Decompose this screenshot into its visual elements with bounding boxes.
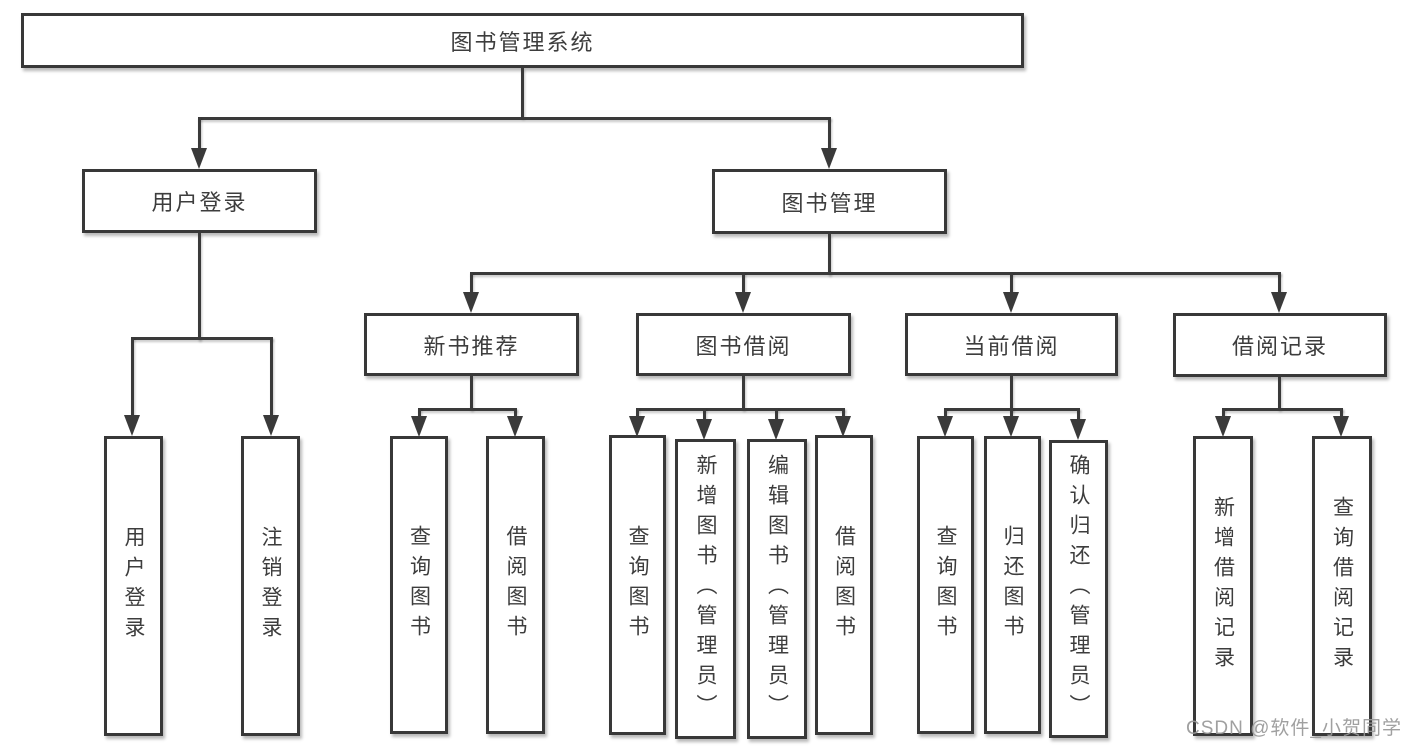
arrow-down-icon bbox=[507, 416, 523, 437]
connector-line bbox=[828, 234, 831, 275]
leaf-return-books-label: 归还图书 bbox=[1001, 525, 1024, 645]
arrow-down-icon bbox=[1271, 292, 1287, 313]
arrow-down-icon bbox=[1003, 292, 1019, 313]
leaf-borrow-books-1: 借阅图书 bbox=[486, 436, 545, 734]
leaf-user-login-label: 用户登录 bbox=[122, 526, 145, 646]
node-user-login-label: 用户登录 bbox=[151, 190, 248, 215]
connector-line bbox=[742, 272, 745, 296]
leaf-borrow-books-2: 借阅图书 bbox=[815, 435, 873, 735]
leaf-confirm-return-admin: 确认归还（管理员） bbox=[1049, 440, 1108, 738]
leaf-edit-book-admin: 编辑图书（管理员） bbox=[747, 439, 807, 739]
leaf-confirm-return-admin-label: 确认归还（管理员） bbox=[1067, 454, 1090, 724]
connector-line bbox=[1010, 272, 1013, 296]
leaf-logout-label: 注销登录 bbox=[259, 526, 282, 646]
arrow-down-icon bbox=[1215, 416, 1231, 437]
arrow-down-icon bbox=[1333, 416, 1349, 437]
connector-line bbox=[828, 117, 831, 151]
connector-line bbox=[132, 337, 273, 340]
connector-line bbox=[636, 408, 639, 420]
node-book-management-label: 图书管理 bbox=[781, 190, 878, 216]
node-root: 图书管理系统 bbox=[21, 13, 1024, 68]
connector-line bbox=[1010, 376, 1013, 410]
connector-line bbox=[842, 408, 845, 420]
node-book-borrow-label: 图书借阅 bbox=[695, 333, 792, 359]
leaf-edit-book-admin-label: 编辑图书（管理员） bbox=[765, 454, 789, 724]
leaf-user-login: 用户登录 bbox=[104, 436, 163, 736]
leaf-query-books-2: 查询图书 bbox=[609, 435, 666, 735]
connector-line bbox=[775, 408, 778, 420]
connector-line bbox=[470, 272, 473, 296]
leaf-query-books-1-label: 查询图书 bbox=[407, 525, 431, 645]
connector-line bbox=[131, 337, 134, 417]
arrow-down-icon bbox=[735, 292, 751, 313]
arrow-down-icon bbox=[1070, 419, 1086, 440]
arrow-down-icon bbox=[191, 148, 207, 169]
arrow-down-icon bbox=[263, 415, 279, 436]
connector-line bbox=[742, 376, 745, 410]
node-new-book-recommend-label: 新书推荐 bbox=[423, 333, 520, 359]
arrow-down-icon bbox=[696, 419, 712, 440]
leaf-return-books: 归还图书 bbox=[984, 436, 1041, 734]
node-book-borrow: 图书借阅 bbox=[636, 313, 851, 376]
node-user-login: 用户登录 bbox=[82, 169, 317, 233]
arrow-down-icon bbox=[629, 416, 645, 437]
connector-line bbox=[521, 68, 524, 118]
arrow-down-icon bbox=[937, 416, 953, 437]
connector-line bbox=[637, 408, 845, 411]
leaf-add-borrow-record: 新增借阅记录 bbox=[1193, 436, 1253, 736]
arrow-down-icon bbox=[1003, 416, 1019, 437]
connector-line bbox=[1222, 408, 1343, 411]
connector-line bbox=[944, 408, 947, 420]
leaf-add-borrow-record-label: 新增借阅记录 bbox=[1211, 496, 1235, 676]
leaf-query-books-2-label: 查询图书 bbox=[626, 525, 649, 645]
leaf-query-books-3: 查询图书 bbox=[917, 436, 974, 734]
leaf-query-borrow-record: 查询借阅记录 bbox=[1312, 436, 1372, 736]
node-current-borrow-label: 当前借阅 bbox=[963, 333, 1060, 359]
connector-line bbox=[1077, 408, 1080, 420]
connector-line bbox=[1340, 408, 1343, 420]
node-new-book-recommend: 新书推荐 bbox=[364, 313, 579, 376]
connector-line bbox=[198, 117, 831, 120]
connector-line bbox=[418, 408, 517, 411]
connector-line bbox=[1010, 408, 1013, 420]
arrow-down-icon bbox=[463, 292, 479, 313]
connector-line bbox=[703, 408, 706, 420]
connector-line bbox=[270, 337, 273, 417]
arrow-down-icon bbox=[768, 419, 784, 440]
node-borrow-records: 借阅记录 bbox=[1173, 313, 1387, 377]
leaf-borrow-books-1-label: 借阅图书 bbox=[504, 525, 527, 645]
connector-line bbox=[1278, 377, 1281, 410]
arrow-down-icon bbox=[124, 415, 140, 436]
leaf-add-book-admin: 新增图书（管理员） bbox=[675, 439, 736, 739]
arrow-down-icon bbox=[835, 416, 851, 437]
leaf-borrow-books-2-label: 借阅图书 bbox=[832, 525, 856, 645]
connector-line bbox=[514, 408, 517, 420]
node-book-management: 图书管理 bbox=[712, 169, 947, 234]
leaf-add-book-admin-label: 新增图书（管理员） bbox=[694, 454, 717, 724]
connector-line bbox=[470, 272, 1281, 275]
watermark: CSDN @软件_小贺同学 bbox=[1186, 718, 1402, 739]
connector-line bbox=[198, 117, 201, 151]
node-current-borrow: 当前借阅 bbox=[905, 313, 1118, 376]
arrow-down-icon bbox=[411, 416, 427, 437]
arrow-down-icon bbox=[821, 148, 837, 169]
connector-line bbox=[1222, 408, 1225, 420]
leaf-query-borrow-record-label: 查询借阅记录 bbox=[1330, 496, 1354, 676]
connector-line bbox=[198, 233, 201, 340]
connector-line bbox=[470, 376, 473, 410]
leaf-logout: 注销登录 bbox=[241, 436, 300, 736]
node-root-label: 图书管理系统 bbox=[450, 29, 595, 55]
leaf-query-books-1: 查询图书 bbox=[390, 436, 448, 734]
connector-line bbox=[1278, 272, 1281, 296]
leaf-query-books-3-label: 查询图书 bbox=[934, 525, 957, 645]
connector-line bbox=[418, 408, 421, 420]
node-borrow-records-label: 借阅记录 bbox=[1231, 334, 1328, 359]
